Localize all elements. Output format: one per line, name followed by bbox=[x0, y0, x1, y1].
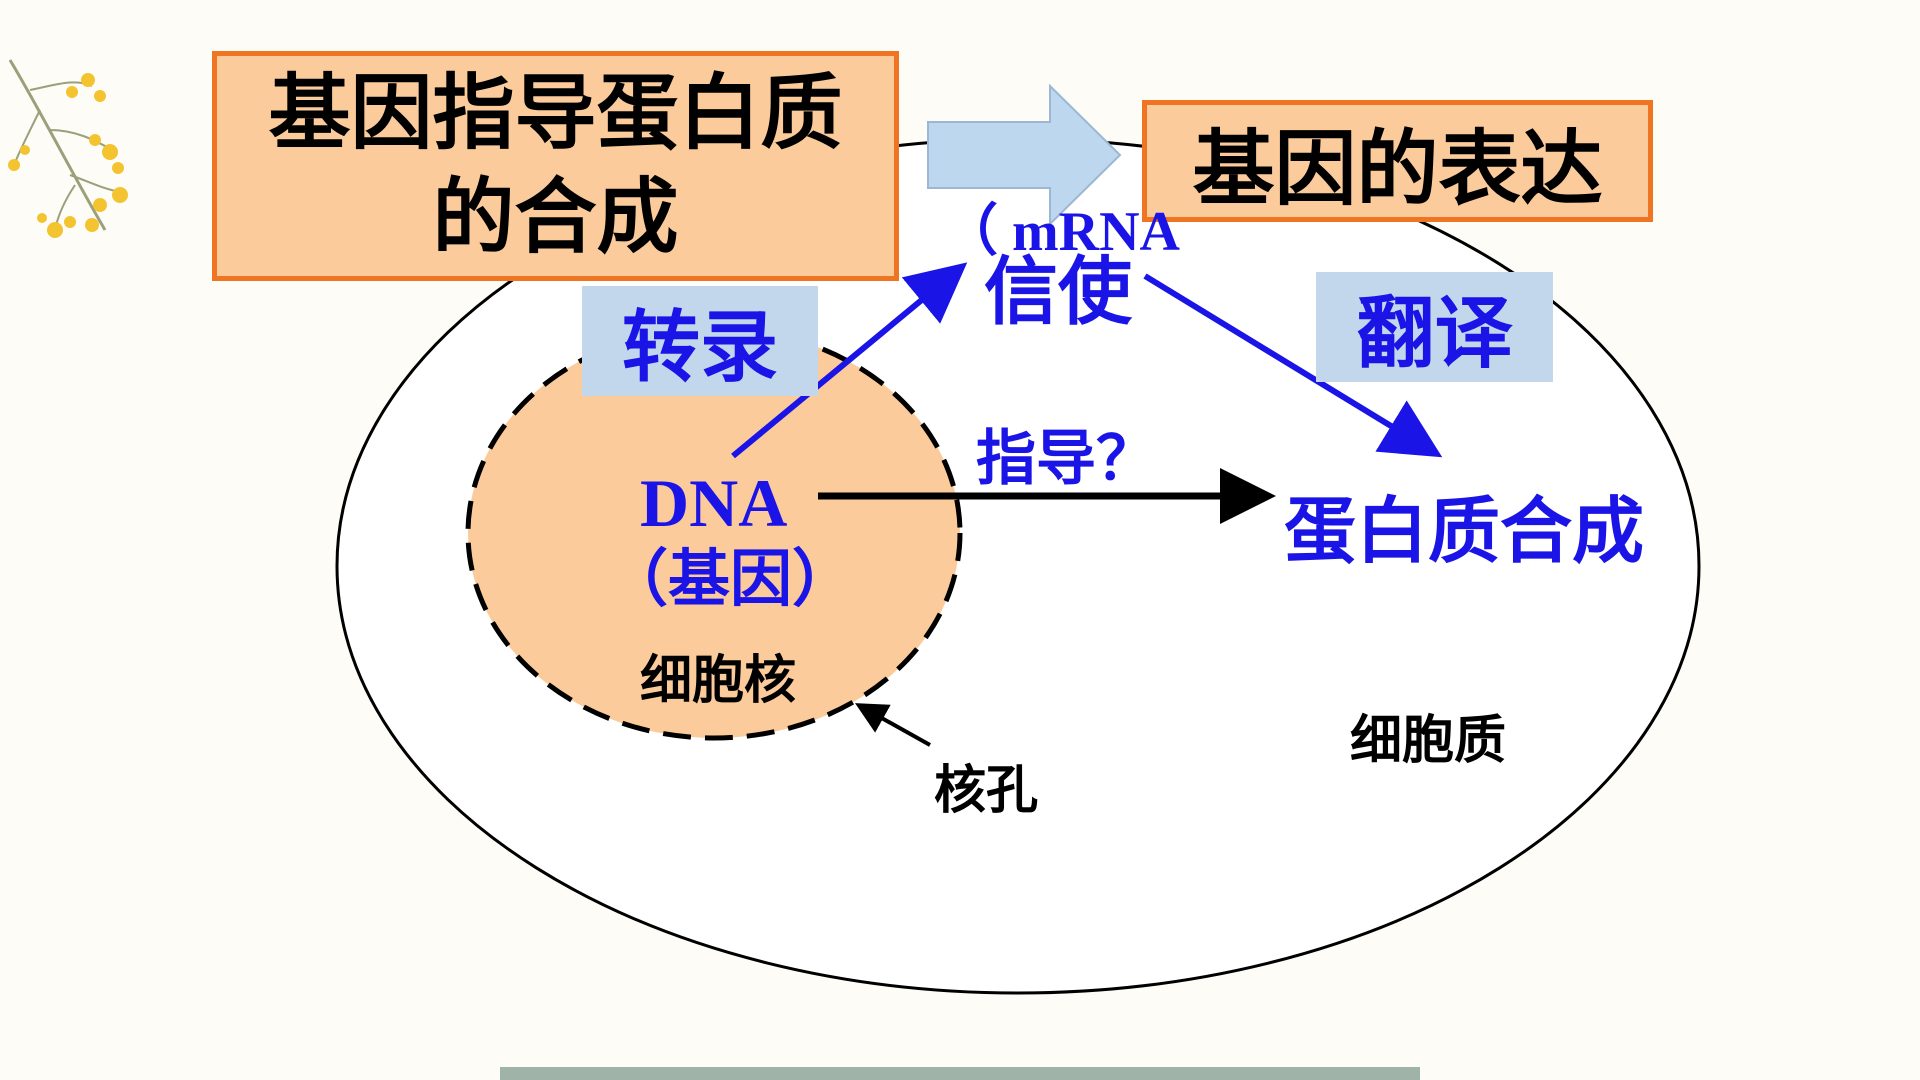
title-box: 基因指导蛋白质 的合成 bbox=[212, 51, 899, 281]
gene-expression-box: 基因的表达 bbox=[1142, 100, 1653, 222]
nuclear-pore-label: 核孔 bbox=[934, 761, 1039, 821]
transcription-label: 转录 bbox=[582, 286, 818, 396]
mrna-label: （ mRNA bbox=[942, 201, 1180, 263]
messenger-label: 信使 bbox=[984, 249, 1132, 335]
nucleus-label: 细胞核 bbox=[640, 651, 797, 711]
cytoplasm-label: 细胞质 bbox=[1350, 711, 1507, 771]
translation-label: 翻译 bbox=[1316, 272, 1553, 382]
translation-arrow bbox=[1143, 273, 1443, 458]
title-line-1: 基因指导蛋白质 bbox=[268, 66, 843, 161]
title-line-2: 的合成 bbox=[432, 170, 679, 265]
nuclear-pore-pointer bbox=[855, 703, 931, 747]
guide-question-label: 指导？ bbox=[976, 424, 1156, 494]
transcription-arrow bbox=[731, 262, 968, 459]
dna-label: DNA bbox=[640, 465, 788, 541]
protein-synthesis-label: 蛋白质合成 bbox=[1284, 489, 1645, 573]
flower-decoration-icon bbox=[8, 59, 128, 238]
block-arrow-icon bbox=[927, 83, 1122, 227]
gene-label: （基因） bbox=[606, 542, 855, 615]
bottom-bar bbox=[500, 1067, 1420, 1080]
